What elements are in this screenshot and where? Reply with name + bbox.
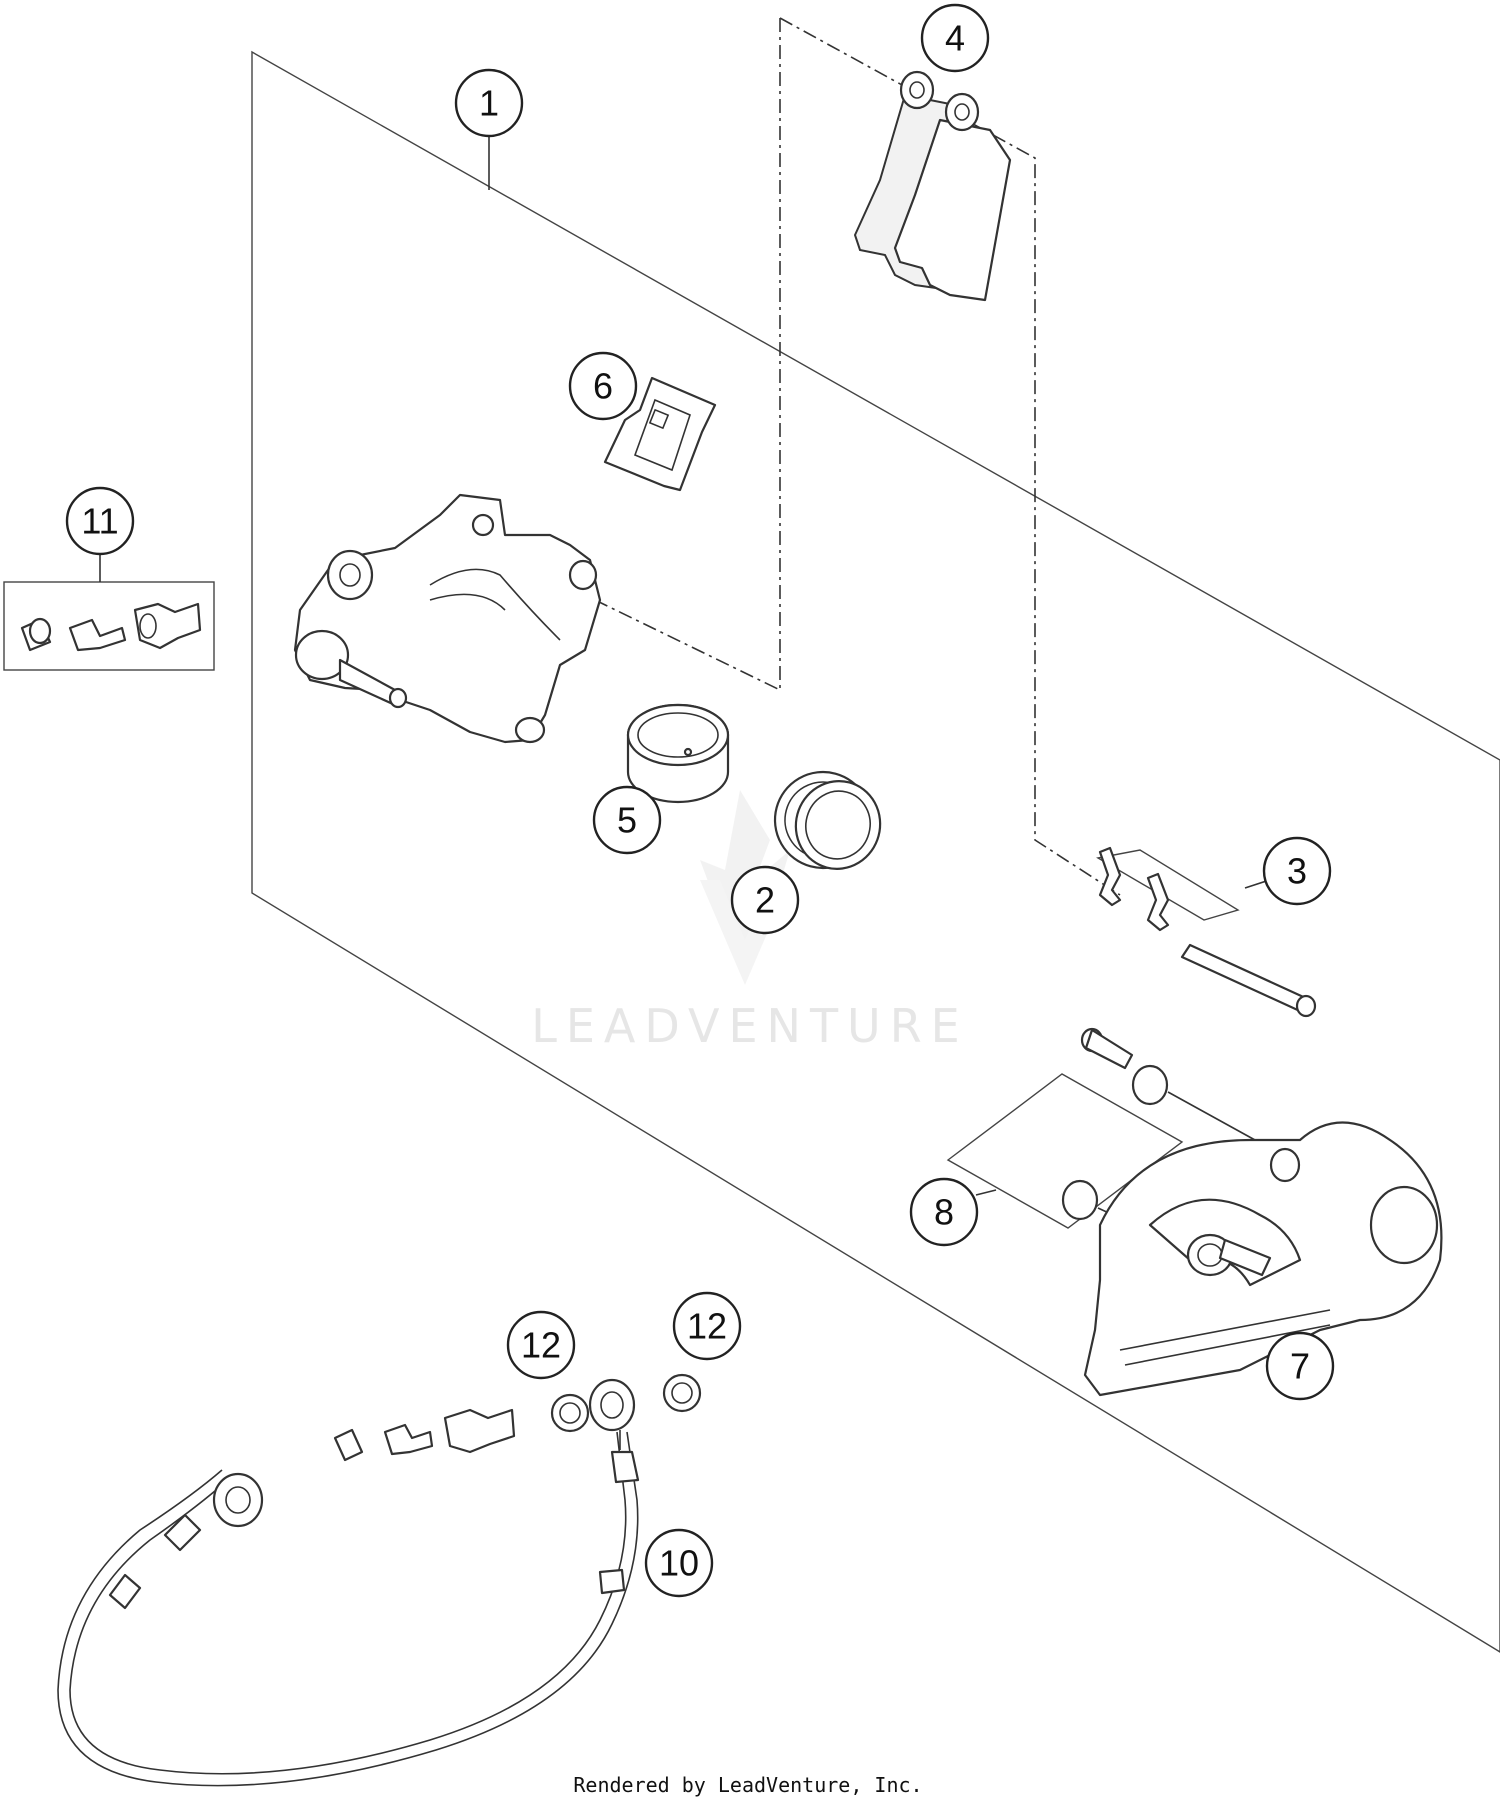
- watermark-text: LEADVENTURE: [531, 999, 969, 1053]
- callout-2: 2: [730, 865, 800, 935]
- piston-seal-part: [773, 770, 882, 870]
- callout-12-right: 12: [672, 1291, 742, 1361]
- svg-text:12: 12: [687, 1306, 727, 1347]
- callout-5: 5: [592, 785, 662, 855]
- pin-clip-kit-frame: [1096, 849, 1240, 921]
- hose-fitting-parts: [333, 1393, 590, 1462]
- svg-text:4: 4: [945, 18, 965, 59]
- callout-12-left: 12: [506, 1310, 576, 1380]
- brake-pads-part: [853, 70, 1012, 302]
- svg-text:2: 2: [755, 880, 775, 921]
- svg-text:6: 6: [593, 366, 613, 407]
- callout-7: 7: [1265, 1331, 1335, 1401]
- brake-hose-part: [57, 1378, 640, 1787]
- callout-11: 11: [65, 486, 135, 556]
- callout-10: 10: [644, 1528, 714, 1598]
- svg-text:11: 11: [81, 501, 118, 542]
- pad-pin-clips-part: [1098, 846, 1317, 1018]
- callout-8: 8: [909, 1177, 979, 1247]
- bleeder-kit-part: [20, 602, 202, 652]
- bleeder-kit-frame: [3, 581, 215, 671]
- svg-text:10: 10: [659, 1543, 699, 1584]
- callout-4: 4: [920, 3, 990, 73]
- callout-1: 1: [454, 68, 524, 138]
- pad-alignment-line: [594, 18, 781, 692]
- svg-text:8: 8: [934, 1192, 954, 1233]
- svg-text:12: 12: [521, 1325, 561, 1366]
- svg-text:5: 5: [617, 800, 637, 841]
- callout-6: 6: [568, 351, 638, 421]
- caliper-assembly-frame: [251, 50, 1500, 1653]
- bolts-bushings-part: [1061, 1027, 1256, 1233]
- callout-3: 3: [1262, 836, 1332, 906]
- washer-part: [662, 1373, 702, 1413]
- caliper-bracket-part: [1083, 1121, 1443, 1397]
- bolt-kit-frame: [946, 1073, 1184, 1229]
- svg-text:7: 7: [1290, 1346, 1310, 1387]
- svg-text:1: 1: [479, 83, 499, 124]
- footer-credit: Rendered by LeadVenture, Inc.: [573, 1773, 922, 1797]
- svg-text:3: 3: [1287, 851, 1307, 892]
- piston-part: [626, 703, 730, 804]
- brake-caliper-part: [293, 493, 602, 744]
- pad-spring-part: [603, 376, 717, 492]
